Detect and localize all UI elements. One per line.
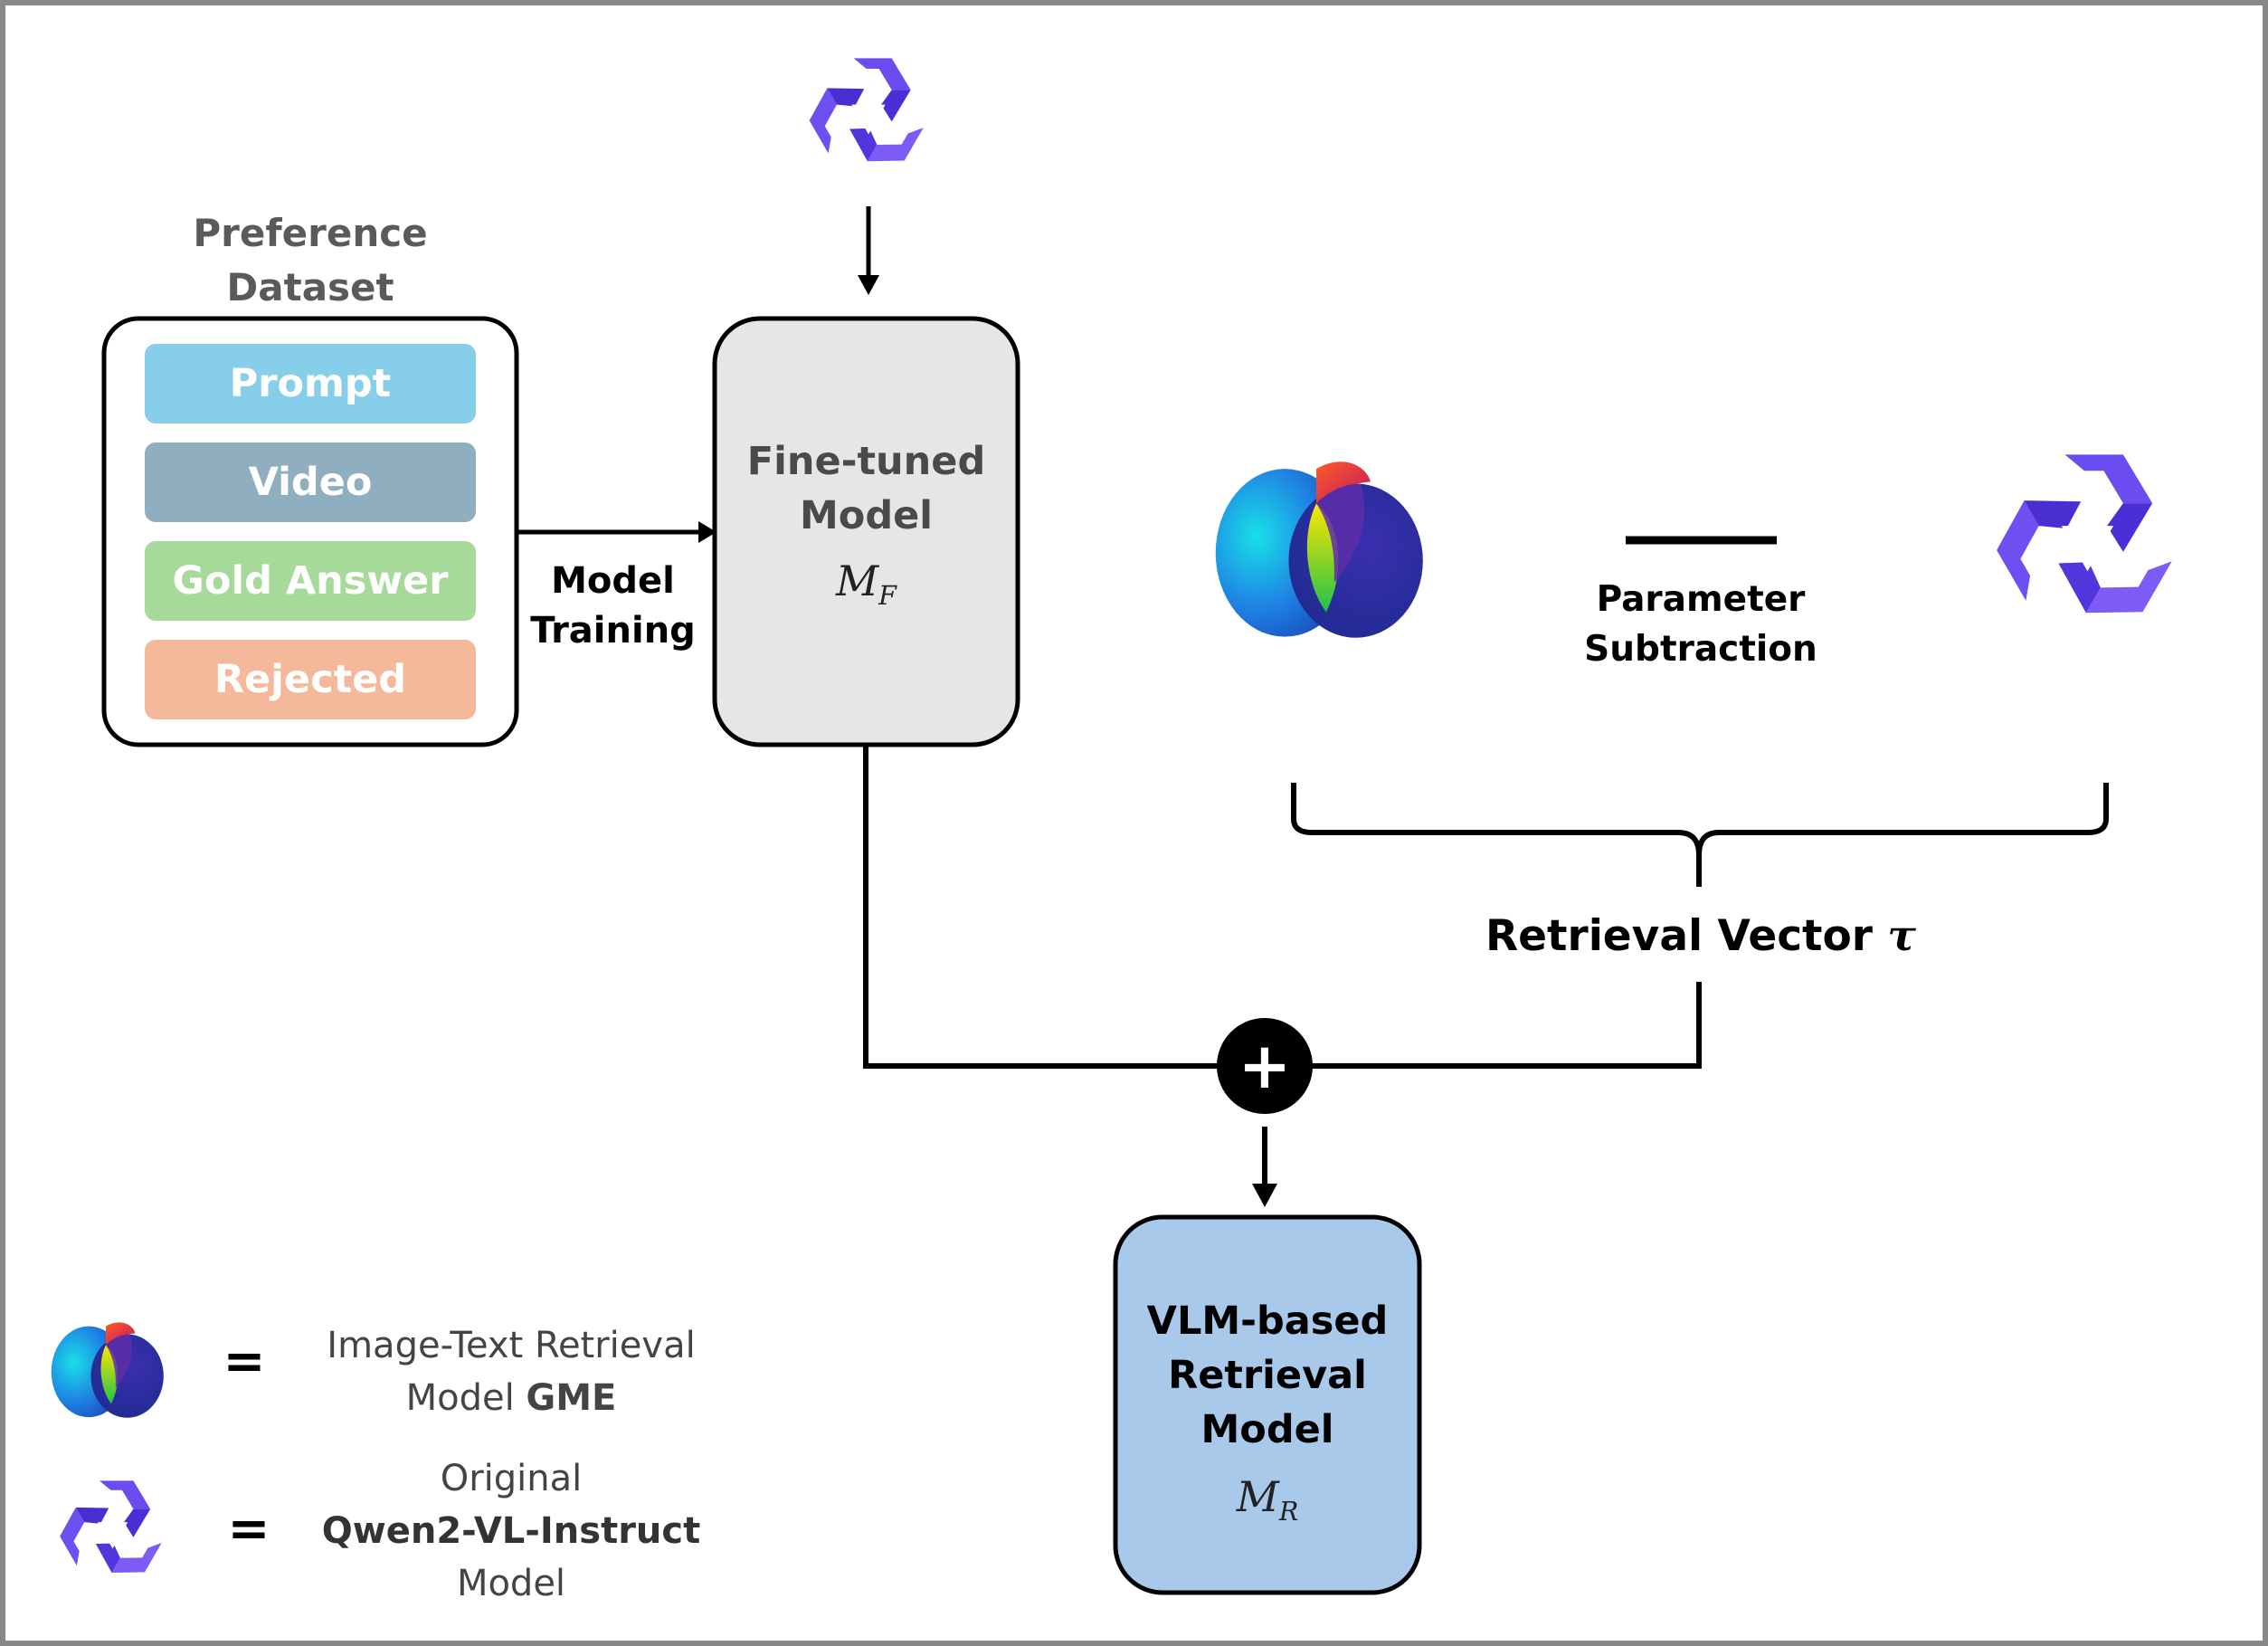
vlm-retrieval-line1: VLM-based	[1146, 1299, 1389, 1344]
dataset-title-line2: Dataset	[226, 265, 394, 309]
legend-gme-text: Image-Text Retrieval Model GME	[299, 1319, 724, 1424]
legend-gme-line2: Model GME	[405, 1377, 617, 1419]
fine-tuned-title: Fine-tuned Model MF	[715, 434, 1018, 623]
legend-qwen-line1: Original	[440, 1458, 583, 1499]
model-training-label: Model Training	[525, 557, 701, 656]
legend-qwen-line2: Qwen2-VL-Instruct	[321, 1510, 701, 1552]
legend-gme-line1: Image-Text Retrieval	[327, 1325, 696, 1366]
vlm-retrieval-symbol: MR	[1236, 1472, 1299, 1527]
gold-answer-chip: Gold Answer	[145, 541, 476, 621]
plus-circle-icon	[1217, 1018, 1313, 1114]
parameter-subtraction-line2: Subtraction	[1584, 629, 1817, 670]
qwen-logo-icon	[1990, 454, 2172, 636]
parameter-subtraction-line1: Parameter	[1596, 579, 1806, 620]
training-arrowhead	[698, 521, 716, 543]
fine-tuned-to-plus-line	[863, 745, 1219, 1069]
legend-gme-equals: =	[223, 1332, 266, 1391]
legend-qwen-text: Original Qwen2-VL-Instruct Model	[299, 1452, 724, 1610]
qwen-down-arrowhead	[858, 275, 879, 295]
vlm-retrieval-line2: Retrieval	[1168, 1353, 1367, 1398]
plus-symbol: +	[1238, 1029, 1292, 1103]
fine-tuned-symbol: MF	[836, 557, 897, 611]
vlm-retrieval-line3: Model	[1200, 1407, 1334, 1452]
dataset-title-line1: Preference	[193, 211, 428, 255]
retrieval-vector-label: Retrieval Vector τ	[1429, 905, 1972, 968]
vector-to-plus-line	[1310, 982, 1702, 1069]
plus-down-arrowhead	[1252, 1184, 1277, 1207]
parameter-subtraction-label: Parameter Subtraction	[1520, 575, 1882, 674]
fine-tuned-line2: Model	[799, 493, 933, 538]
video-chip: Video	[145, 442, 476, 522]
vlm-retrieval-title: VLM-based Retrieval Model MR	[1115, 1294, 1419, 1539]
legend-qwen-equals: =	[227, 1499, 270, 1558]
model-training-line1: Model	[551, 560, 675, 602]
model-training-line2: Training	[530, 610, 696, 652]
legend-gme-logo-icon	[51, 1322, 164, 1418]
legend-qwen-line3: Model	[456, 1563, 566, 1604]
legend-qwen-logo-icon	[56, 1480, 162, 1586]
gme-logo-icon	[1215, 461, 1423, 638]
fine-tuned-line1: Fine-tuned	[746, 439, 986, 484]
prompt-chip: Prompt	[145, 344, 476, 423]
retrieval-brace	[1291, 783, 2109, 887]
rejected-chip: Rejected	[145, 640, 476, 719]
dataset-title: Preference Dataset	[145, 206, 476, 315]
vlm-retrieval-model-box	[1113, 1214, 1422, 1595]
top-qwen-logo-icon	[805, 58, 924, 176]
